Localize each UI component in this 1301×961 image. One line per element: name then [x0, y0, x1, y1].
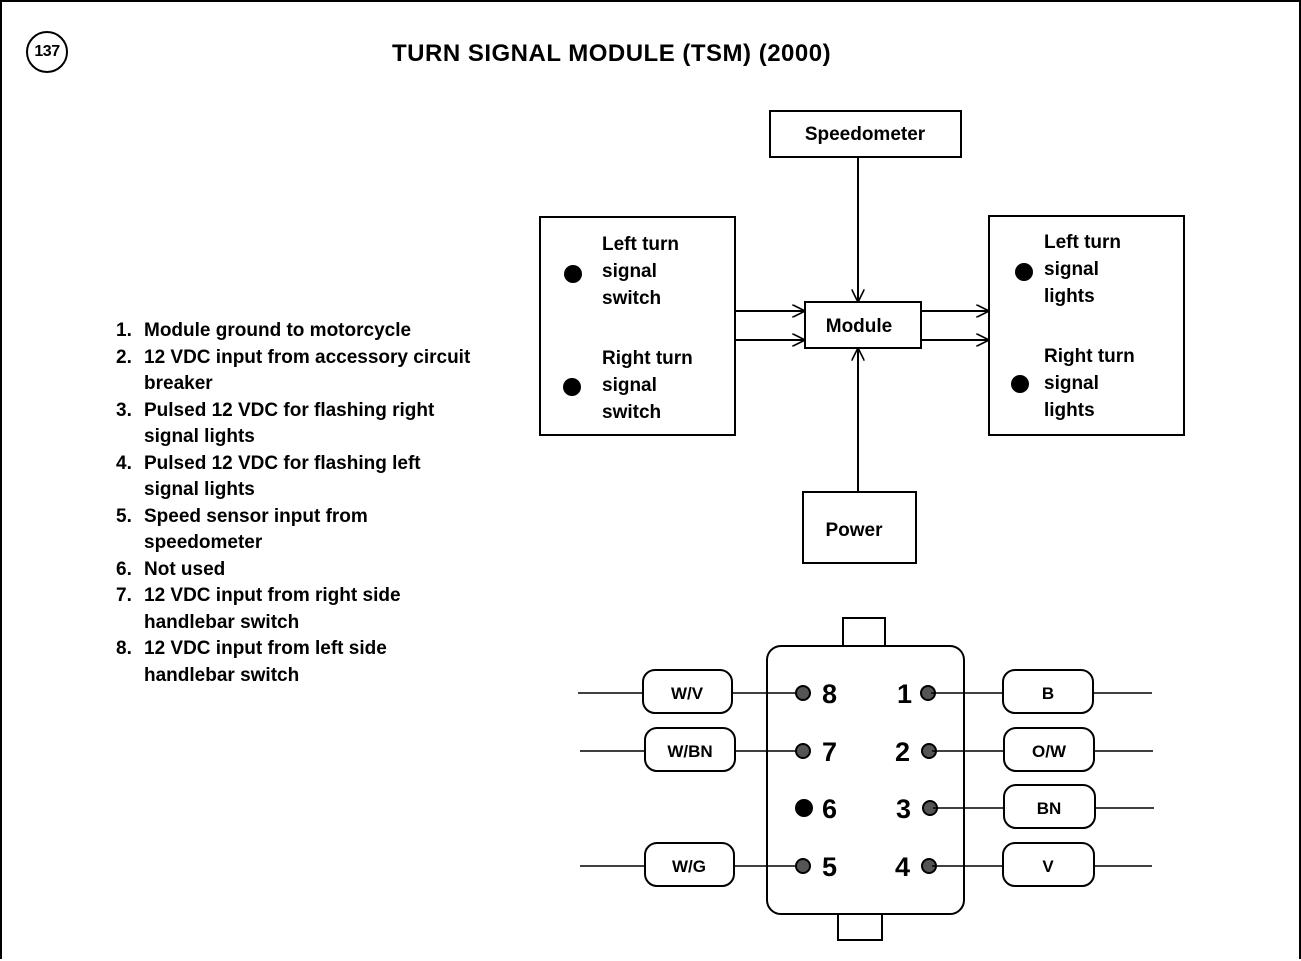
legend-item: 3. Pulsed 12 VDC for flashing right signa…: [116, 398, 476, 451]
connector-pinout: W/V 8 W/BN 7 6 W/G 5 1 B 2 O/W 3: [578, 617, 1154, 941]
left-lights-line2: signal: [1044, 259, 1099, 280]
right-lights-dot-icon: [1011, 375, 1029, 393]
legend-item: 6. Not used: [116, 557, 476, 584]
speedometer-box: [769, 110, 962, 158]
right-lights-line3: lights: [1044, 400, 1095, 421]
pin-number: 5: [822, 852, 837, 882]
wire-color-label: B: [1042, 684, 1054, 703]
legend-item: 7. 12 VDC input from right side handlebar…: [116, 583, 476, 636]
wire-label-box: [1003, 727, 1095, 772]
pin-number: 3: [896, 794, 911, 824]
pin-hole-unused-icon: [795, 799, 813, 817]
legend-item: 5. Speed sensor input from speedometer: [116, 504, 476, 557]
connector-bottom-tab: [837, 911, 883, 941]
legend-number: 7.: [116, 585, 132, 606]
legend-text: Speed sensor input from speedometer: [144, 505, 368, 554]
figure-number: 137: [34, 43, 60, 60]
right-switch-line1: Right turn: [602, 348, 693, 369]
left-switch-line1: Left turn: [602, 234, 679, 255]
wire-label-box: [1003, 784, 1096, 829]
right-switch-dot-icon: [563, 378, 581, 396]
turn-signal-switch-box: [539, 216, 736, 436]
connector-top-tab: [842, 617, 886, 649]
pin-number: 6: [822, 794, 837, 824]
legend-number: 6.: [116, 558, 132, 580]
legend-text: Pulsed 12 VDC for flashing right signal …: [144, 399, 435, 448]
left-lights-dot-icon: [1015, 263, 1033, 281]
left-lights-line3: lights: [1044, 286, 1095, 307]
speedometer-label: Speedometer: [805, 124, 926, 145]
wire-label-box: [1002, 669, 1094, 714]
legend-item: 4. Pulsed 12 VDC for flashing left signal…: [116, 451, 476, 504]
left-switch-line3: switch: [602, 288, 661, 309]
module-label: Module: [826, 316, 893, 337]
wire-color-label: W/V: [671, 684, 704, 703]
wire-color-label: W/G: [672, 857, 706, 876]
left-lights-line1: Left turn: [1044, 232, 1121, 253]
page-title: TURN SIGNAL MODULE (TSM) (2000): [392, 40, 832, 67]
legend-item: 1. Module ground to motorcycle: [116, 318, 476, 345]
wire-color-label: O/W: [1032, 742, 1067, 761]
wire-label-box: [644, 727, 736, 772]
wire-label-box: [644, 842, 735, 887]
wire-color-label: W/BN: [667, 742, 712, 761]
block-diagram: Speedometer Module Power Left turn signa…: [539, 110, 1185, 564]
legend-text: 12 VDC input from right side handlebar s…: [144, 585, 401, 633]
wire-label-box: [642, 669, 733, 714]
pin-number: 8: [822, 679, 837, 709]
legend-number: 8.: [116, 638, 132, 659]
legend-text: Not used: [144, 558, 226, 580]
legend-number: 4.: [116, 452, 132, 474]
pin-number: 7: [822, 737, 837, 767]
left-switch-dot-icon: [564, 265, 582, 283]
pin-hole-icon: [795, 858, 811, 874]
power-label: Power: [825, 520, 883, 541]
right-lights-line1: Right turn: [1044, 346, 1135, 367]
legend-number: 5.: [116, 505, 132, 527]
figure-number-badge: 137: [26, 31, 68, 73]
pin-hole-icon: [795, 743, 811, 759]
pin-number: 2: [895, 737, 910, 767]
right-switch-line3: switch: [602, 402, 661, 423]
legend-text: 12 VDC input from left side handlebar sw…: [144, 638, 387, 686]
legend-number: 3.: [116, 399, 132, 421]
legend-text: Pulsed 12 VDC for flashing left signal l…: [144, 452, 421, 501]
signal-lights-box: [988, 215, 1185, 436]
pin-legend: 1. Module ground to motorcycle 2. 12 VDC i…: [116, 318, 476, 689]
legend-text: 12 VDC input from accessory circuit brea…: [144, 346, 471, 395]
right-lights-line2: signal: [1044, 373, 1099, 394]
legend-number: 1.: [116, 320, 132, 341]
wire-color-label: V: [1042, 857, 1054, 876]
power-box: [802, 491, 917, 564]
legend-item: 8. 12 VDC input from left side handlebar …: [116, 636, 476, 689]
left-switch-line2: signal: [602, 261, 657, 282]
legend-text: Module ground to motorcycle: [144, 320, 412, 341]
legend-item: 2. 12 VDC input from accessory circuit br…: [116, 345, 476, 398]
wire-color-label: BN: [1037, 799, 1062, 818]
wire-label-box: [1002, 842, 1095, 887]
right-switch-line2: signal: [602, 375, 657, 396]
pin-number: 1: [897, 679, 912, 709]
connector-body: [766, 645, 965, 915]
pin-hole-icon: [795, 685, 811, 701]
legend-number: 2.: [116, 346, 132, 368]
pin-number: 4: [895, 852, 910, 882]
